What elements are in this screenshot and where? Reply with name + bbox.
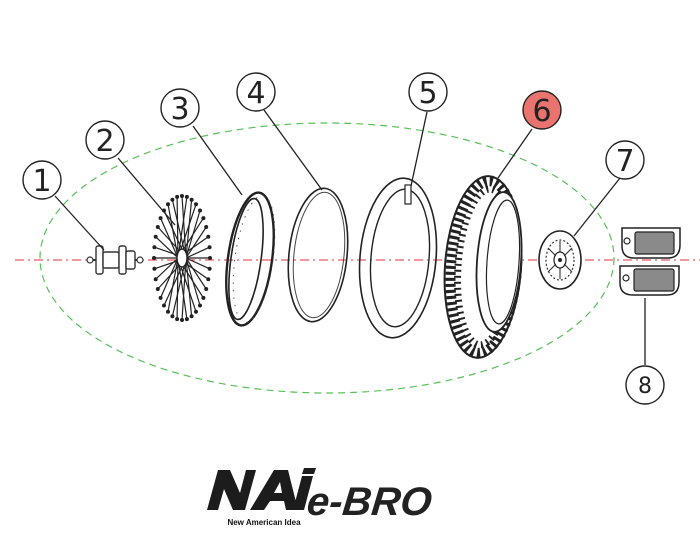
callout-7-label: 7	[615, 144, 634, 179]
callout-1-label: 1	[32, 164, 51, 199]
callout-7[interactable]: 7	[605, 140, 645, 180]
callout-4[interactable]: 4	[236, 72, 276, 112]
rim-part[interactable]	[219, 190, 282, 329]
brake-pads-part[interactable]	[619, 227, 681, 296]
callout-3-label: 3	[170, 92, 189, 127]
nai-logo-mark	[207, 468, 316, 510]
ebro-logo: e-BRO	[305, 480, 434, 524]
tire-part[interactable]	[439, 174, 528, 361]
callout-1[interactable]: 1	[22, 160, 62, 200]
callout-5[interactable]: 5	[408, 72, 448, 112]
callout-8-label: 8	[638, 374, 652, 399]
callout-6-label: 6	[532, 94, 551, 129]
callout-6[interactable]: 6	[522, 90, 562, 130]
rim-strip-part[interactable]	[282, 185, 354, 324]
leader-lines	[54, 109, 646, 365]
callout-2[interactable]: 2	[85, 120, 125, 160]
valve-stem	[404, 184, 412, 205]
callout-3[interactable]: 3	[160, 88, 200, 128]
callout-2-label: 2	[95, 124, 114, 159]
brake-rotor-part[interactable]	[538, 230, 582, 290]
inner-tube-part[interactable]	[353, 175, 443, 341]
assembly-group-outline	[39, 122, 615, 394]
callout-4-label: 4	[246, 76, 265, 111]
callout-5-label: 5	[418, 76, 437, 111]
nai-logo: New American Idea	[207, 468, 316, 527]
hub-part[interactable]	[86, 245, 144, 275]
spokes-part[interactable]	[152, 194, 212, 322]
callout-8[interactable]: 8	[625, 365, 665, 405]
ebro-logo-text: e-BRO	[305, 480, 434, 524]
nai-tagline: New American Idea	[227, 518, 301, 527]
